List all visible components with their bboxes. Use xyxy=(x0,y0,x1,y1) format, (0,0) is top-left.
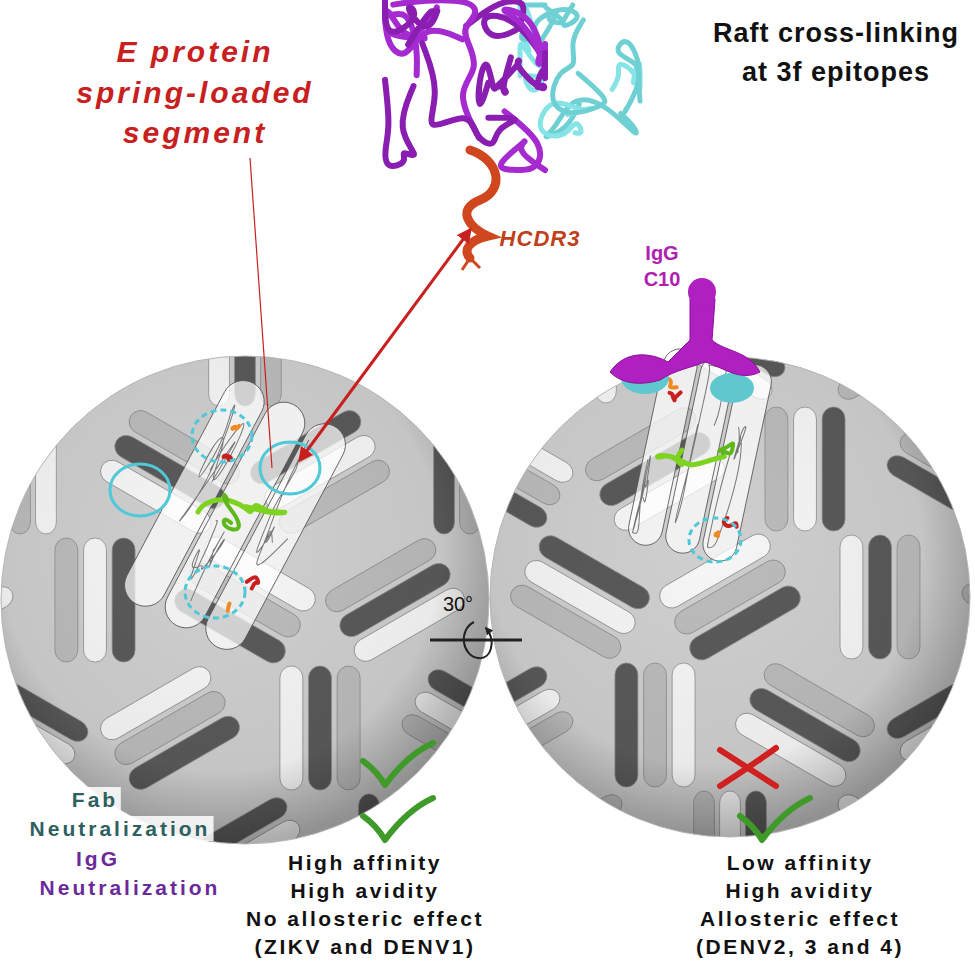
part-name: HCDR3 xyxy=(500,226,581,252)
epitope-circle xyxy=(192,410,252,462)
illustration-part xyxy=(715,532,719,536)
check-mark xyxy=(363,798,433,840)
callout-title: E protein spring-loaded segment xyxy=(50,32,340,154)
illustration-part xyxy=(971,557,975,637)
illustration-part xyxy=(23,282,141,362)
illustration-part xyxy=(534,835,652,915)
illustration-part xyxy=(1,356,489,844)
illustration-part xyxy=(710,373,754,403)
illustration-part xyxy=(668,390,680,401)
illustration-part xyxy=(808,835,926,915)
illustration-part xyxy=(490,357,970,837)
illustration-part xyxy=(719,441,734,455)
illustration-part xyxy=(688,278,716,306)
illustration-part xyxy=(553,20,605,113)
illustration-part xyxy=(596,279,617,403)
illustration-part xyxy=(657,443,724,473)
illustration-part xyxy=(349,282,467,362)
illustration-part xyxy=(245,575,260,590)
illustration-part xyxy=(385,80,414,166)
row-label: Neutralization xyxy=(37,875,224,900)
illustration-part xyxy=(821,301,939,381)
double-arrow xyxy=(300,230,470,460)
epitope-circle xyxy=(110,464,170,516)
illustration-part xyxy=(462,258,480,270)
illustration-part xyxy=(632,455,654,534)
illustration-part xyxy=(544,279,565,403)
illustration-part xyxy=(0,410,4,534)
illustration-part xyxy=(1,356,489,844)
illustration-part xyxy=(689,518,741,562)
part-name: IgG C10 xyxy=(630,240,694,292)
check-mark xyxy=(363,743,433,785)
illustration-part xyxy=(544,279,617,403)
illustration-part xyxy=(232,424,239,431)
note-text: Low affinity xyxy=(727,850,874,875)
note-text: (ZIKV and DENV1) xyxy=(255,934,476,959)
illustration-part xyxy=(486,410,507,534)
illustration-part xyxy=(394,535,415,659)
illustration-part xyxy=(36,304,154,384)
illustration-part xyxy=(490,357,970,837)
virus-sphere xyxy=(394,279,975,916)
row-label: Neutralization xyxy=(27,816,214,841)
epitope-circle xyxy=(185,566,245,618)
illustration-part xyxy=(808,279,926,359)
illustration-part xyxy=(540,103,591,136)
row-label: Fab xyxy=(69,787,121,812)
note-text: High avidity xyxy=(725,878,874,903)
illustration-part xyxy=(668,379,678,388)
antibody-ribbon xyxy=(385,0,640,270)
illustration-part xyxy=(496,53,545,88)
illustration-part xyxy=(211,495,249,532)
illustration-part xyxy=(226,604,231,611)
illustration-part xyxy=(198,416,352,656)
rotation-axis xyxy=(430,639,522,642)
illustration-part xyxy=(467,150,496,258)
illustration-part xyxy=(336,304,454,384)
note-text: No allosteric effect xyxy=(246,906,484,931)
illustration-part xyxy=(521,813,639,893)
illustration-part xyxy=(490,357,970,837)
illustration-part xyxy=(700,362,775,565)
angle-label: 30° xyxy=(443,592,473,616)
rotation-arrow xyxy=(464,622,492,658)
note-text: Allosteric effect xyxy=(700,906,900,931)
illustration-part xyxy=(385,0,437,45)
note-text: High affinity xyxy=(288,850,442,875)
row-label: IgG xyxy=(73,846,123,871)
leader-line xyxy=(250,158,272,468)
note-text: (DENV2, 3 and 4) xyxy=(696,934,904,959)
illustration-part xyxy=(707,424,747,550)
check-mark xyxy=(740,798,810,840)
igg-density xyxy=(610,278,760,403)
panel-heading: Raft cross-linking at 3f epitopes xyxy=(701,14,971,92)
note-text: High avidity xyxy=(290,878,439,903)
illustration-part xyxy=(570,279,591,403)
cross-mark xyxy=(720,748,776,786)
illustration-part xyxy=(504,10,545,69)
illustration-part xyxy=(1,356,489,844)
illustration-part xyxy=(618,42,640,112)
illustration-part xyxy=(610,286,760,384)
epitope-circle xyxy=(260,442,320,494)
illustration-part xyxy=(422,43,514,143)
